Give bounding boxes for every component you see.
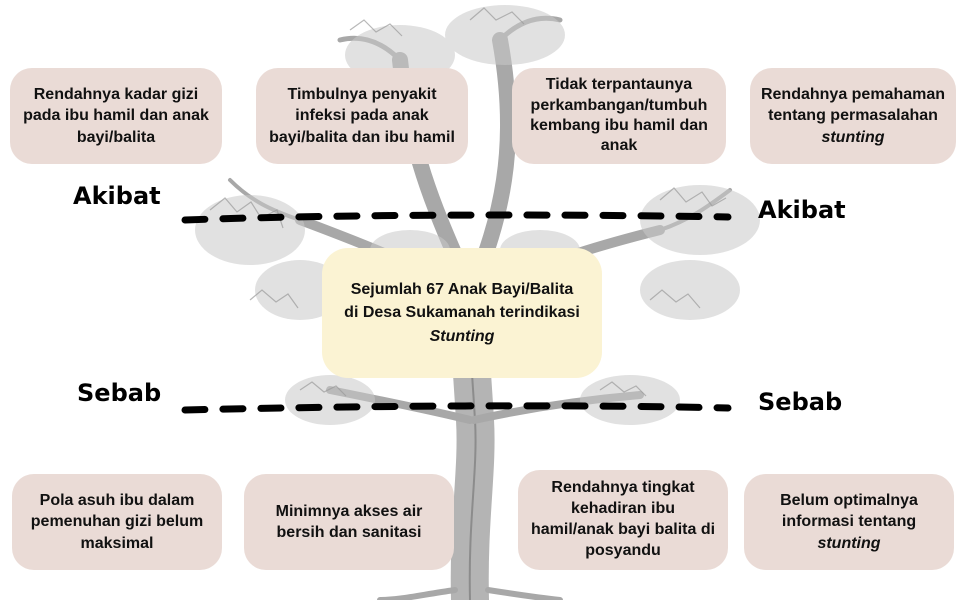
central-problem-line-1: Sejumlah 67 Anak Bayi/Balita	[350, 281, 574, 299]
effect-box-2: Timbulnya penyakit infeksi pada anak bay…	[256, 68, 468, 164]
cause-box-1-line-3: maksimal	[80, 534, 154, 552]
cause-box-3-line-1: Rendahnya tingkat	[551, 479, 695, 497]
effect-box-1-line-2: pada ibu hamil dan anak	[23, 107, 209, 125]
effect-box-3-line-1: Tidak terpantaunya	[545, 76, 693, 94]
central-problem-line-3: Stunting	[429, 327, 495, 345]
effect-box-2-line-1: Timbulnya penyakit	[287, 86, 437, 104]
cause-box-2: Minimnya akses air bersih dan sanitasi	[244, 474, 454, 570]
cause-box-3-line-2: kehadiran ibu	[570, 500, 676, 518]
effect-box-1: Rendahnya kadar gizi pada ibu hamil dan …	[10, 68, 222, 164]
effect-box-1-line-3: bayi/balita	[76, 128, 156, 146]
central-problem-line-2: di Desa Sukamanah terindikasi	[344, 304, 580, 322]
cause-box-4-line-2: informasi tentang	[781, 513, 917, 531]
effect-box-3-line-3: kembang ibu hamil dan	[530, 117, 708, 134]
cause-label-right: Sebab	[758, 388, 843, 416]
cause-box-2-line-1: Minimnya akses air	[275, 502, 423, 520]
cause-box-3: Rendahnya tingkat kehadiran ibu hamil/an…	[518, 470, 728, 570]
cause-dashed-line	[181, 402, 732, 414]
cause-box-1: Pola asuh ibu dalam pemenuhan gizi belum…	[12, 474, 222, 570]
central-problem-box: Sejumlah 67 Anak Bayi/Balita di Desa Suk…	[322, 248, 602, 378]
cause-label-left: Sebab	[77, 379, 162, 407]
effect-box-4-italic: stunting	[821, 128, 885, 146]
effect-dashed-line	[181, 211, 732, 224]
effect-box-1-line-1: Rendahnya kadar gizi	[33, 86, 199, 104]
cause-box-4-italic: stunting	[817, 534, 881, 552]
effect-label-left: Akibat	[73, 182, 161, 210]
cause-box-1-line-2: pemenuhan gizi belum	[30, 513, 204, 531]
effect-box-2-line-3: bayi/balita dan ibu hamil	[269, 128, 455, 146]
effect-box-2-line-2: infeksi pada anak	[295, 107, 429, 125]
effect-box-4-line-2: tentang permasalahan	[768, 107, 938, 125]
effect-label-right: Akibat	[758, 196, 846, 224]
effect-box-3: Tidak terpantaunya perkambangan/tumbuh k…	[512, 68, 726, 164]
effect-box-3-line-2: perkambangan/tumbuh	[530, 96, 708, 114]
cause-box-1-line-1: Pola asuh ibu dalam	[39, 492, 195, 510]
cause-box-4-line-1: Belum optimalnya	[780, 492, 918, 510]
cause-box-3-line-3: hamil/anak bayi balita di	[530, 521, 716, 538]
cause-box-2-line-2: bersih dan sanitasi	[276, 524, 422, 541]
effect-box-4-line-1: Rendahnya pemahaman	[760, 86, 946, 104]
cause-box-4: Belum optimalnya informasi tentang stunt…	[744, 474, 954, 570]
cause-box-3-line-4: posyandu	[585, 541, 661, 559]
effect-box-3-line-4: anak	[600, 137, 638, 155]
effect-box-4: Rendahnya pemahaman tentang permasalahan…	[750, 68, 956, 164]
